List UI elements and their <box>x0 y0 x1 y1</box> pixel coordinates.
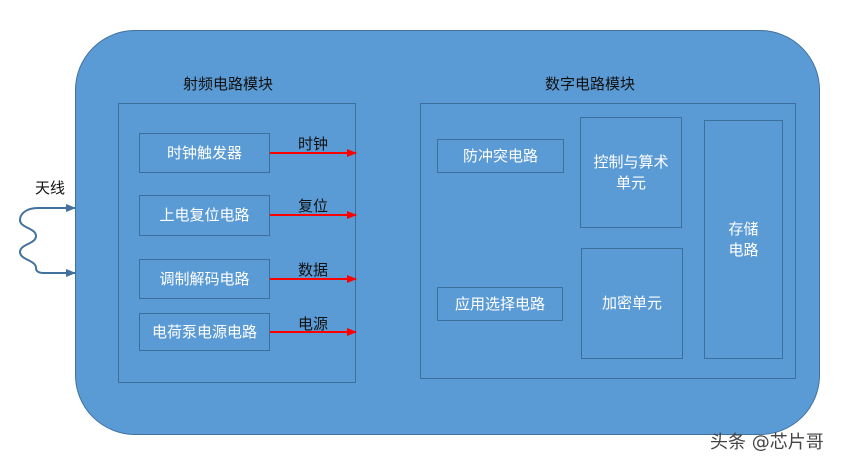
reset-signal-label: 复位 <box>298 197 329 215</box>
encryption-block: 加密单元 <box>581 248 683 359</box>
storage-line1: 存储 <box>728 219 759 238</box>
modulation-decoding-block: 调制解码电路 <box>139 259 270 299</box>
control-arithmetic-line1: 控制与算术 <box>593 152 669 171</box>
clock-trigger-block: 时钟触发器 <box>139 133 270 173</box>
storage-line2: 电路 <box>728 240 759 259</box>
control-arithmetic-block: 控制与算术 单元 <box>580 117 682 228</box>
digital-module-title: 数字电路模块 <box>545 75 636 93</box>
charge-pump-power-block: 电荷泵电源电路 <box>139 313 270 351</box>
antenna-label: 天线 <box>35 179 66 197</box>
watermark: 头条 @芯片哥 <box>710 432 824 453</box>
app-select-block: 应用选择电路 <box>437 287 563 321</box>
digital-module <box>420 103 796 379</box>
power-signal-label: 电源 <box>298 315 329 333</box>
storage-block: 存储 电路 <box>704 120 783 359</box>
rf-module-title: 射频电路模块 <box>183 75 274 93</box>
chip-body <box>75 30 820 435</box>
clock-signal-label: 时钟 <box>298 135 329 153</box>
data-signal-label: 数据 <box>298 261 329 279</box>
control-arithmetic-line2: 单元 <box>615 173 646 192</box>
rf-module <box>118 103 356 383</box>
antenna-coil <box>18 207 74 274</box>
power-on-reset-block: 上电复位电路 <box>139 195 270 236</box>
anticollision-block: 防冲突电路 <box>437 139 564 173</box>
